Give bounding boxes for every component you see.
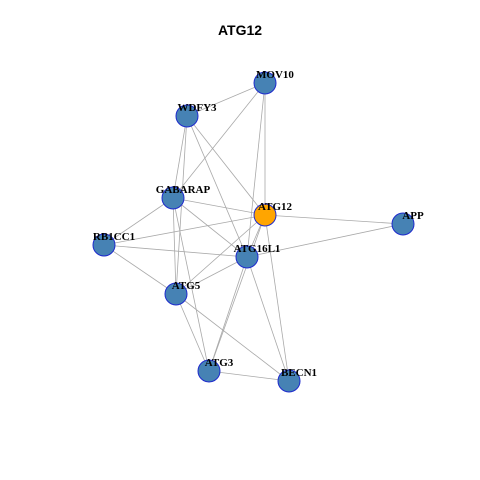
edge-rb1cc1-atg16l1 (103, 244, 248, 258)
node-label-mov10: MOV10 (256, 69, 294, 81)
edge-rb1cc1-atg5 (103, 244, 177, 295)
node-label-app: APP (402, 210, 424, 222)
edge-atg3-becn1 (208, 370, 290, 382)
node-atg12[interactable] (253, 203, 277, 227)
node-mov10[interactable] (253, 71, 277, 95)
edge-wdfy3-atg12 (186, 115, 266, 216)
edge-atg5-becn1 (175, 293, 290, 382)
node-rb1cc1[interactable] (92, 233, 116, 257)
edge-app-atg16l1 (246, 223, 404, 258)
edge-mov10-wdfy3 (186, 82, 266, 117)
edge-atg12-app (264, 214, 404, 225)
edge-gabarap-atg12 (172, 197, 266, 216)
edge-atg12-atg3 (208, 214, 266, 372)
edge-gabarap-atg5 (172, 197, 177, 295)
node-becn1[interactable] (277, 369, 301, 393)
edge-atg16l1-atg5 (175, 256, 248, 295)
node-atg5[interactable] (164, 282, 188, 306)
edge-gabarap-atg16l1 (172, 197, 248, 258)
edge-atg16l1-becn1 (246, 256, 290, 382)
node-label-becn1: BECN1 (281, 367, 317, 379)
node-layer (92, 71, 415, 393)
node-label-gabarap: GABARAP (156, 184, 211, 196)
edge-atg12-becn1 (264, 214, 290, 382)
node-label-atg16l1: ATG16L1 (234, 243, 281, 255)
node-label-atg5: ATG5 (172, 280, 201, 292)
node-label-rb1cc1: RB1CC1 (93, 231, 135, 243)
node-atg3[interactable] (197, 359, 221, 383)
node-wdfy3[interactable] (175, 104, 199, 128)
edge-wdfy3-gabarap (172, 115, 188, 199)
node-gabarap[interactable] (161, 186, 185, 210)
edge-wdfy3-atg16l1 (186, 115, 248, 258)
edge-atg5-atg3 (175, 293, 210, 372)
plot-title: ATG12 (217, 22, 263, 38)
node-label-atg12: ATG12 (258, 201, 293, 213)
edge-mov10-gabarap (172, 82, 266, 199)
node-atg16l1[interactable] (235, 245, 259, 269)
edge-gabarap-atg3 (172, 197, 210, 372)
edge-layer (103, 82, 404, 382)
node-label-atg3: ATG3 (205, 357, 234, 369)
edge-atg12-rb1cc1 (103, 214, 266, 246)
node-app[interactable] (391, 212, 415, 236)
edge-atg16l1-atg3 (208, 256, 248, 372)
node-label-wdfy3: WDFY3 (177, 102, 217, 114)
edge-mov10-atg16l1 (246, 82, 266, 258)
edge-gabarap-rb1cc1 (103, 197, 174, 246)
